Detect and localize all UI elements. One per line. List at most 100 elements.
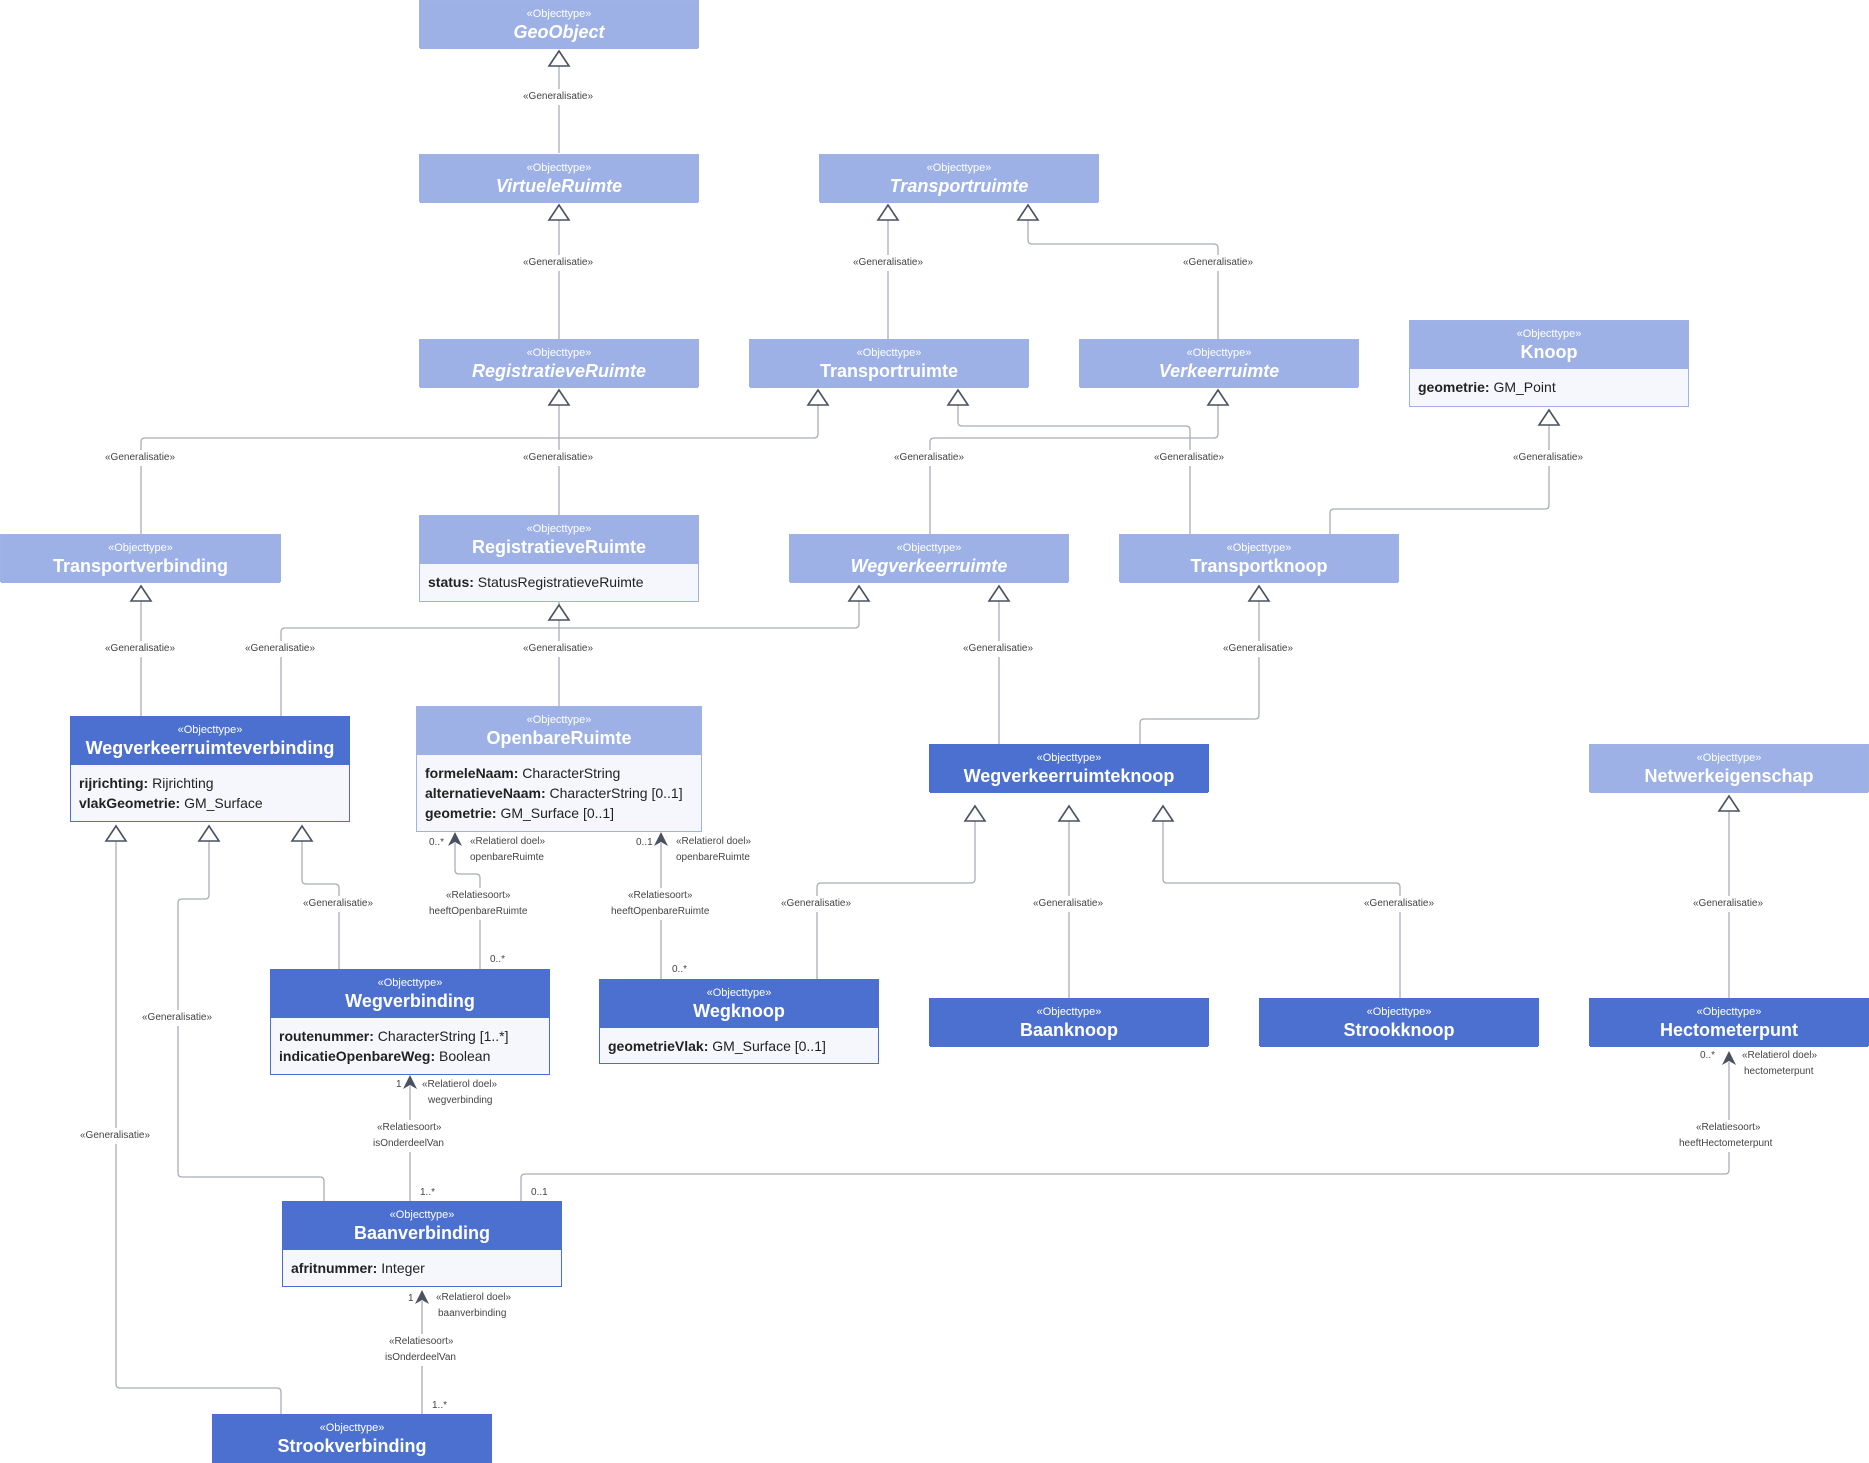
class-virtueleruimte[interactable]: «Objecttype»VirtueleRuimte	[419, 154, 699, 203]
class-name: GeoObject	[513, 21, 605, 42]
class-header: «Objecttype»Transportruimte	[820, 155, 1098, 203]
stereotype: «Objecttype»	[1226, 541, 1292, 554]
class-openbareruimte[interactable]: «Objecttype»OpenbareRuimte formeleNaam: …	[416, 706, 702, 832]
class-name: Wegverkeerruimteverbinding	[85, 737, 335, 758]
class-wegknoop[interactable]: «Objecttype»Wegknoop geometrieVlak: GM_S…	[599, 979, 879, 1064]
class-header: «Objecttype»VirtueleRuimte	[420, 155, 698, 203]
class-baanverbinding[interactable]: «Objecttype»Baanverbinding afritnummer: …	[282, 1201, 562, 1287]
class-hectometerpunt[interactable]: «Objecttype»Hectometerpunt	[1589, 998, 1869, 1047]
relatierol-label: «Relatierol doel»	[436, 1292, 512, 1303]
relatiesoort-label: «Relatiesoort»	[627, 888, 694, 904]
gen-line-strookverbinding-wvrv	[115, 841, 282, 1414]
class-verkeerruimte[interactable]: «Objecttype»Verkeerruimte	[1079, 339, 1359, 388]
relatierol-name: openbareRuimte	[676, 852, 750, 863]
assoc-line-wegverbinding-openbareruimte	[454, 843, 481, 969]
attribute-name: geometrieVlak:	[608, 1038, 709, 1054]
assoc-line-baanverbinding-hectometerpunt	[520, 1062, 1730, 1201]
attribute-name: formeleNaam:	[425, 765, 519, 781]
stereotype: «Objecttype»	[1036, 751, 1102, 764]
attribute-type: CharacterString [0..1]	[549, 785, 683, 801]
gen-line-transportverbinding-transportruimte	[140, 405, 819, 534]
class-knoop[interactable]: «Objecttype»Knoop geometrie: GM_Point	[1409, 320, 1689, 407]
stereotype: «Objecttype»	[526, 346, 592, 359]
class-netwerkeigenschap[interactable]: «Objecttype»Netwerkeigenschap	[1589, 744, 1869, 793]
class-header: «Objecttype»Hectometerpunt	[1590, 999, 1868, 1047]
class-transportverbinding[interactable]: «Objecttype»Transportverbinding	[0, 534, 281, 583]
gen-line-wegknoop-wvrk	[816, 821, 976, 979]
class-wegverkeerruimteknoop[interactable]: «Objecttype»Wegverkeerruimteknoop	[929, 744, 1209, 793]
generalisatie-label: «Generalisatie»	[1153, 450, 1226, 466]
class-header: «Objecttype»GeoObject	[420, 1, 698, 49]
attribute-type: GM_Surface	[184, 795, 263, 811]
class-name: Wegverbinding	[345, 990, 475, 1011]
attribute-type: GM_Surface [0..1]	[712, 1038, 826, 1054]
class-transportknoop[interactable]: «Objecttype»Transportknoop	[1119, 534, 1399, 583]
gen-arrowhead-wvrk-c	[1151, 804, 1175, 822]
attribute: afritnummer: Integer	[291, 1258, 553, 1278]
assoc-arrowhead-wegverbinding	[403, 1075, 417, 1089]
class-wegverkeerruimte[interactable]: «Objecttype»Wegverkeerruimte	[789, 534, 1069, 583]
attribute: geometrie: GM_Surface [0..1]	[425, 803, 693, 823]
generalisatie-label: «Generalisatie»	[79, 1128, 152, 1144]
relatiesoort-label: «Relatiesoort»	[445, 888, 512, 904]
class-transportruimte-abstract[interactable]: «Objecttype»Transportruimte	[819, 154, 1099, 203]
class-header: «Objecttype»Transportruimte	[750, 340, 1028, 388]
gen-line-wegverbinding-wvrv	[301, 841, 340, 969]
attribute-type: Boolean	[439, 1048, 491, 1064]
attribute-type: GM_Surface [0..1]	[500, 805, 615, 821]
gen-arrowhead-wvrk-b	[1057, 804, 1081, 822]
generalisatie-label: «Generalisatie»	[302, 896, 375, 912]
generalisatie-label: «Generalisatie»	[962, 641, 1035, 657]
stereotype: «Objecttype»	[177, 723, 243, 736]
class-name: OpenbareRuimte	[486, 727, 632, 748]
generalisatie-label: «Generalisatie»	[522, 255, 595, 271]
gen-arrowhead-wegverkeerruimte-a	[847, 584, 871, 602]
generalisatie-label: «Generalisatie»	[522, 641, 595, 657]
class-name: Transportruimte	[819, 360, 959, 381]
stereotype: «Objecttype»	[896, 541, 962, 554]
gen-arrowhead-transportruimte-a	[806, 388, 830, 406]
relatiesoort-name: heeftOpenbareRuimte	[428, 904, 529, 920]
attribute-type: CharacterString	[522, 765, 621, 781]
relatierol-name: baanverbinding	[438, 1308, 507, 1319]
class-strookverbinding[interactable]: «Objecttype»Strookverbinding	[212, 1414, 492, 1463]
attribute-type: GM_Point	[1493, 379, 1556, 395]
gen-arrowhead-knoop	[1537, 408, 1561, 426]
gen-line-wvrk-transportknoop	[1139, 601, 1260, 744]
stereotype: «Objecttype»	[319, 1421, 385, 1434]
class-header: «Objecttype»OpenbareRuimte	[417, 707, 701, 755]
class-header: «Objecttype»Knoop	[1410, 321, 1688, 369]
generalisatie-label: «Generalisatie»	[852, 255, 925, 271]
class-wegverkeerruimteverbinding[interactable]: «Objecttype»Wegverkeerruimteverbinding r…	[70, 716, 350, 822]
generalisatie-label: «Generalisatie»	[1692, 896, 1765, 912]
relatiesoort-label: «Relatiesoort»	[376, 1120, 443, 1136]
class-baanknoop[interactable]: «Objecttype»Baanknoop	[929, 998, 1209, 1047]
attribute-name: afritnummer:	[291, 1260, 378, 1276]
class-header: «Objecttype»Baanknoop	[930, 999, 1208, 1047]
relatierol-name: openbareRuimte	[470, 852, 544, 863]
attribute-list: routenummer: CharacterString [1..*] indi…	[271, 1018, 549, 1072]
gen-arrowhead-wvrv-b	[197, 824, 221, 842]
attribute-name: indicatieOpenbareWeg:	[279, 1048, 436, 1064]
class-registratieveruimte[interactable]: «Objecttype»RegistratieveRuimte status: …	[419, 515, 699, 602]
class-name: Strookverbinding	[277, 1435, 427, 1456]
gen-arrowhead-virtueleruimte	[547, 203, 571, 221]
class-wegverbinding[interactable]: «Objecttype»Wegverbinding routenummer: C…	[270, 969, 550, 1075]
class-geoobject[interactable]: «Objecttype»GeoObject	[419, 0, 699, 49]
attribute: status: StatusRegistratieveRuimte	[428, 572, 690, 592]
generalisatie-label: «Generalisatie»	[244, 641, 317, 657]
gen-line-verkeerruimte-transportruimte	[1027, 220, 1219, 339]
gen-arrowhead-registratieveruimte-abs	[547, 388, 571, 406]
class-header: «Objecttype»Strookknoop	[1260, 999, 1538, 1047]
generalisatie-label: «Generalisatie»	[780, 896, 853, 912]
class-registratieveruimte-abstract[interactable]: «Objecttype»RegistratieveRuimte	[419, 339, 699, 388]
class-name: Transportknoop	[1190, 555, 1328, 576]
stereotype: «Objecttype»	[856, 346, 922, 359]
class-transportruimte[interactable]: «Objecttype»Transportruimte	[749, 339, 1029, 388]
class-name: Wegverkeerruimteknoop	[963, 765, 1175, 786]
class-name: Baanknoop	[1019, 1019, 1118, 1040]
relatiesoort-label: «Relatiesoort»	[1695, 1120, 1762, 1136]
class-strookknoop[interactable]: «Objecttype»Strookknoop	[1259, 998, 1539, 1047]
class-name: RegistratieveRuimte	[471, 360, 647, 381]
attribute-type: StatusRegistratieveRuimte	[477, 574, 644, 590]
